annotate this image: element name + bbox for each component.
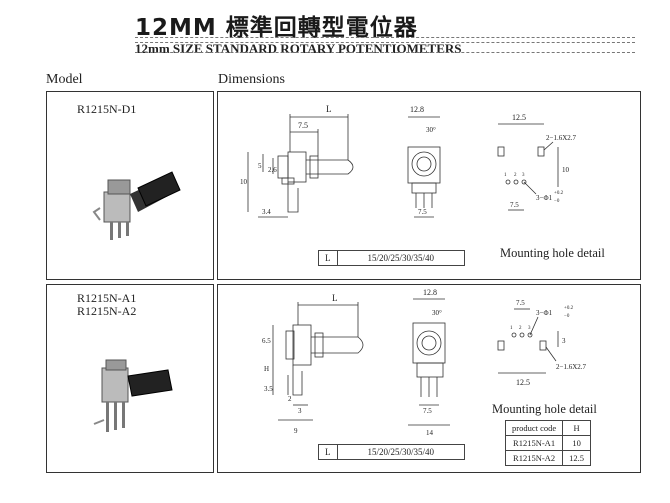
table-row: R1215N-A1 10 [504, 435, 592, 451]
mh-12-5: 12.5 [512, 113, 526, 122]
product-code-a2: R1215N-A2 [504, 450, 564, 466]
dim-2: 2 [288, 395, 292, 403]
dim-3-4: 3.4 [262, 208, 271, 216]
mh-pin3-a: 3 [528, 326, 531, 331]
page-title: 12MM 標準回轉型電位器 [135, 15, 418, 41]
dim-5: 5 [258, 162, 262, 170]
mh-pin1-a: 1 [510, 326, 513, 331]
product-code-header: product code [504, 420, 564, 436]
dimension-drawing-d1: L 7.5 12.8 30° 5 2.6 10 3.4 7.5 12.5 2−1… [240, 104, 577, 218]
dim-12-8-a: 12.8 [423, 288, 437, 297]
dim-10: 10 [240, 178, 248, 186]
dim-L-a: L [332, 293, 338, 303]
mh-hole2-a: 2−1.6X2.7 [556, 363, 587, 371]
mh-pin2-a: 2 [519, 326, 522, 331]
mh-tol2: −0 [554, 199, 560, 204]
dim-3-5: 3.5 [264, 385, 273, 393]
page-subtitle: 12mm SIZE STANDARD ROTARY POTENTIOMETERS [135, 41, 462, 56]
dim-L: L [326, 104, 332, 114]
length-values: 15/20/25/30/35/40 [336, 250, 466, 266]
mh-7-5-a: 7.5 [516, 299, 525, 307]
dim-7-5b: 7.5 [418, 208, 427, 216]
dim-7-5: 7.5 [298, 121, 308, 130]
potentiometer-photo-d1 [92, 171, 181, 240]
model-name-d1: R1215N-D1 [77, 102, 137, 116]
dim-6-5: 6.5 [262, 337, 271, 345]
mh-7-5: 7.5 [510, 201, 519, 209]
dimension-drawing-a: L 6.5 H 3.5 3 2 9 12.8 30° 7.5 14 7.5 3−… [262, 288, 587, 437]
mh-pin2: 2 [514, 173, 517, 178]
length-values-a: 15/20/25/30/35/40 [336, 444, 466, 460]
dimensions-column-header: Dimensions [218, 72, 285, 87]
mh-10: 10 [562, 166, 570, 174]
subtitle-rule [135, 52, 635, 53]
h-header: H [562, 420, 592, 436]
mh-pin1: 1 [504, 173, 507, 178]
model-name-a2: R1215N-A2 [77, 304, 137, 318]
title-rule [135, 37, 635, 43]
dim-2-6: 2.6 [268, 166, 277, 174]
product-code-table: product code H R1215N-A1 10 R1215N-A2 12… [504, 420, 592, 466]
mh-tol: +0.2 [554, 191, 564, 196]
dim-14: 14 [426, 429, 434, 437]
product-code-a1: R1215N-A1 [504, 435, 564, 451]
mh-tol2-a: −0 [564, 314, 570, 319]
dim-30deg-a: 30° [432, 309, 442, 317]
mh-3-a: 3 [562, 337, 566, 345]
dim-H: H [264, 365, 269, 373]
mounting-label-d1: Mounting hole detail [500, 246, 605, 260]
dimensions-box-a [217, 284, 641, 473]
mh-pin3: 3 [522, 173, 525, 178]
table-row: R1215N-A2 12.5 [504, 450, 592, 466]
model-box-a [46, 284, 214, 473]
dim-7-5-a: 7.5 [423, 407, 432, 415]
h-value-a2: 12.5 [562, 450, 592, 466]
mh-hole3-a: 3−Φ1 [536, 309, 553, 317]
model-name-a1: R1215N-A1 [77, 291, 137, 305]
model-column-header: Model [46, 72, 83, 87]
mh-hole2: 2−1.6X2.7 [546, 134, 577, 142]
h-value-a1: 10 [562, 435, 592, 451]
mh-tol-a: +0.2 [564, 306, 574, 311]
length-key: L [318, 250, 338, 266]
mh-hole3: 3−Φ1 [536, 194, 553, 202]
mh-12-5-a: 12.5 [516, 378, 530, 387]
dim-12-8: 12.8 [410, 105, 424, 114]
dim-30deg: 30° [426, 126, 436, 134]
potentiometer-photo-a [93, 359, 173, 432]
mounting-label-a: Mounting hole detail [492, 402, 597, 416]
dimensions-box-d1 [217, 91, 641, 280]
dim-9: 9 [294, 427, 298, 435]
dim-3: 3 [298, 407, 302, 415]
length-key-a: L [318, 444, 338, 460]
model-box-d1 [46, 91, 214, 280]
